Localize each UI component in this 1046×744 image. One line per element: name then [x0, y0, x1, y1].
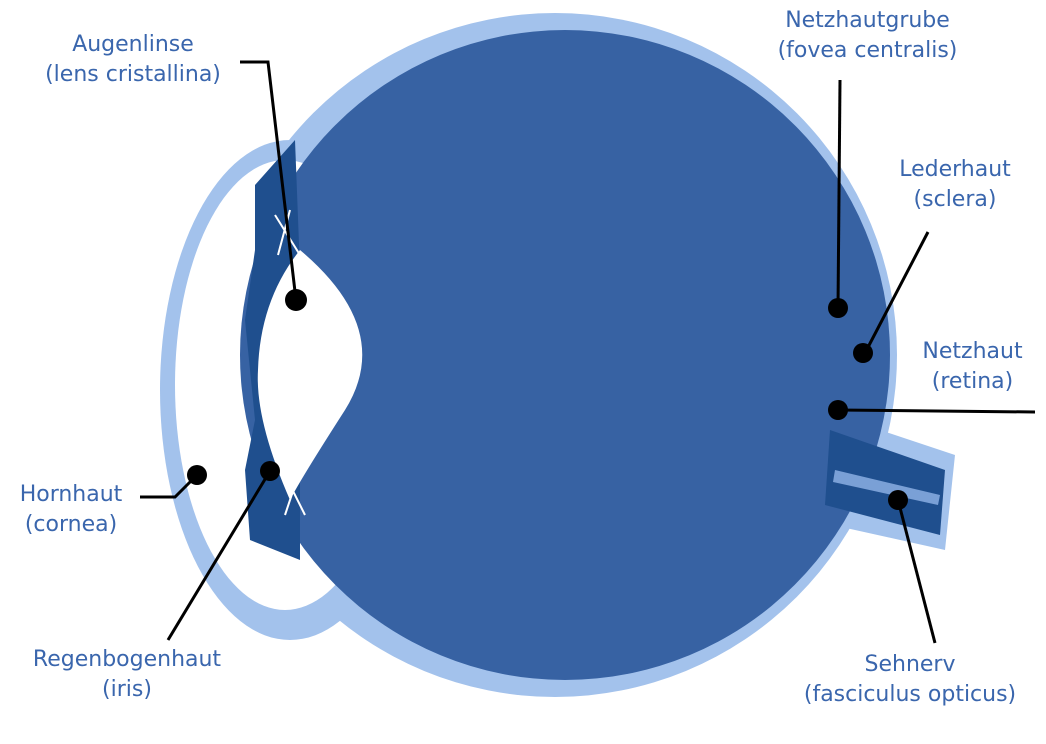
augenlinse-dot — [285, 289, 307, 311]
label-sehnerv: Sehnerv (fasciculus opticus) — [785, 650, 1035, 710]
label-hornhaut: Hornhaut (cornea) — [6, 480, 136, 540]
sehnerv-dot — [888, 490, 908, 510]
netzhautgrube-dot — [828, 298, 848, 318]
label-regenbogenhaut: Regenbogenhaut (iris) — [12, 645, 242, 705]
lederhaut-dot — [853, 343, 873, 363]
netzhaut-leader — [838, 410, 1035, 412]
netzhautgrube-leader — [838, 80, 840, 308]
label-augenlinse: Augenlinse (lens cristallina) — [28, 30, 238, 90]
label-netzhaut: Netzhaut (retina) — [905, 337, 1040, 397]
label-netzhautgrube: Netzhautgrube (fovea centralis) — [755, 6, 980, 66]
netzhaut-dot — [828, 400, 848, 420]
label-lederhaut: Lederhaut (sclera) — [880, 155, 1030, 215]
hornhaut-dot — [187, 465, 207, 485]
regenbogenhaut-dot — [260, 461, 280, 481]
